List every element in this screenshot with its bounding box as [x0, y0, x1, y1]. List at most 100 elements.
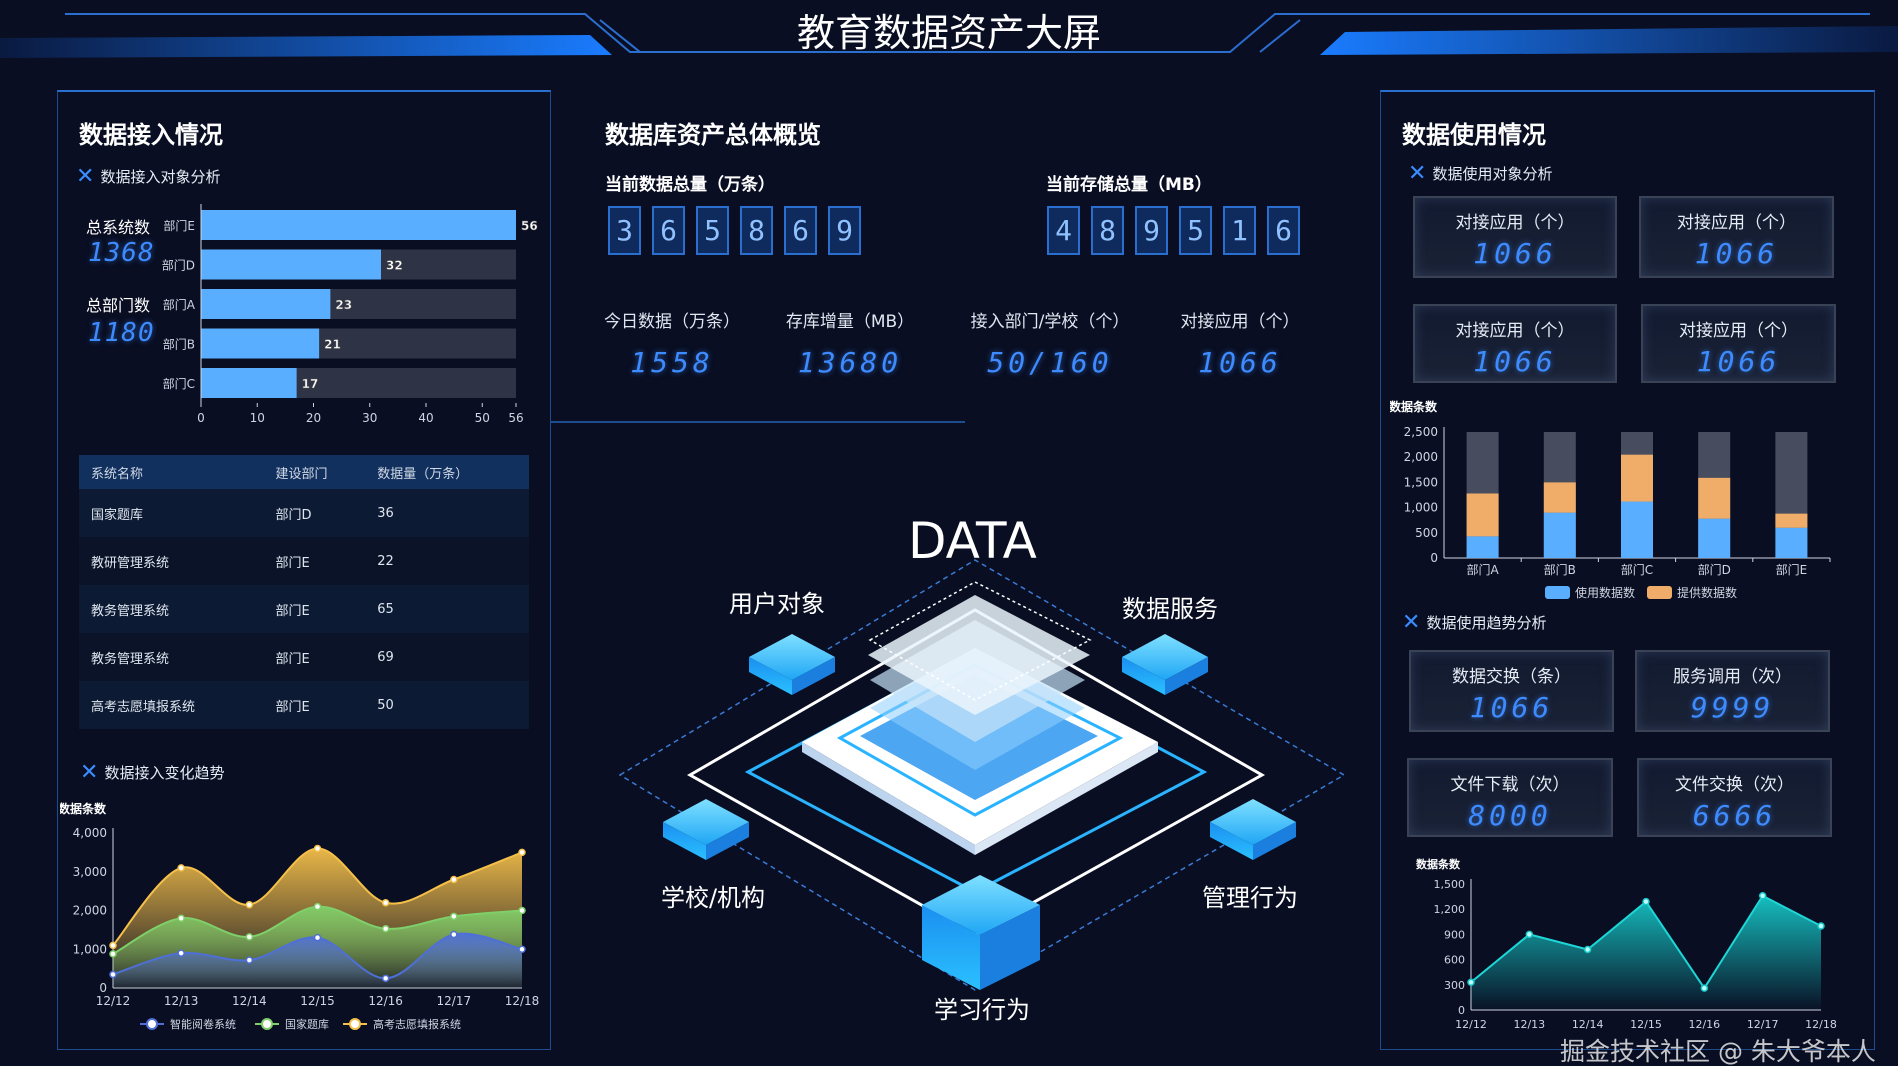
- value-label: 17: [302, 377, 319, 391]
- total-storage-label: 当前存储总量（MB）: [1046, 175, 1212, 195]
- stat-value: 13680: [797, 346, 903, 379]
- card-label: 文件下载（次）: [1450, 775, 1570, 795]
- cell: 国家题库: [79, 489, 264, 537]
- y-tick-label: 500: [1415, 526, 1438, 540]
- cell: 69: [365, 633, 529, 681]
- subtitle-text: 数据使用趋势分析: [1426, 614, 1547, 632]
- tick-label: 20: [306, 411, 321, 425]
- card-label: 对接应用（个）: [1455, 213, 1575, 233]
- card-value: 1066: [1469, 691, 1554, 724]
- category-label: 部门D: [162, 258, 195, 273]
- bar: [201, 328, 320, 359]
- page-title: 教育数据资产大屏: [796, 11, 1101, 55]
- stat-apps: 对接应用（个）1066: [1140, 307, 1340, 379]
- category-label: 部门C: [163, 376, 195, 391]
- cell: 22: [365, 537, 529, 585]
- access-object-subtitle: ✕数据接入对象分析: [76, 164, 220, 189]
- divider: [551, 421, 965, 423]
- cell: 65: [365, 585, 529, 633]
- node-data-service: 数据服务: [1122, 595, 1218, 623]
- x-tick-label: 12/13: [164, 994, 199, 1008]
- data-point: [1583, 945, 1592, 954]
- stat-value: 1066: [1198, 346, 1282, 379]
- cube-school: [663, 799, 749, 860]
- tick-label: 10: [250, 411, 265, 425]
- white-diamond: [686, 608, 1266, 937]
- bar-segment: [1466, 493, 1499, 537]
- legend-marker: [261, 1018, 273, 1030]
- cell: 部门E: [263, 585, 366, 633]
- value-label: 21: [324, 338, 341, 352]
- y-axis-title: 数据条数: [1390, 399, 1438, 414]
- cell: 教务管理系统: [79, 633, 264, 681]
- access-trend-subtitle: ✕数据接入变化趋势: [80, 760, 224, 785]
- x-tick-label: 12/13: [1513, 1018, 1545, 1031]
- data-point: [245, 933, 254, 941]
- cell: 教务管理系统: [79, 585, 264, 633]
- card-label: 服务调用（次）: [1673, 667, 1792, 687]
- y-tick-label: 4,000: [73, 826, 107, 840]
- card-value: 6666: [1692, 799, 1777, 832]
- bar-segment: [1698, 518, 1731, 558]
- stat-label: 今日数据（万条）: [604, 312, 740, 332]
- usage-card: 对接应用（个） 1066: [1413, 196, 1617, 278]
- y-tick-label: 600: [1444, 954, 1465, 967]
- tick-label: 30: [362, 411, 377, 425]
- x-tick-label: 12/14: [232, 994, 267, 1008]
- data-point: [1642, 897, 1650, 906]
- y-tick-label: 900: [1444, 928, 1465, 941]
- bar-segment: [1543, 482, 1576, 513]
- data-point: [313, 933, 322, 942]
- x-icon: ✕: [1408, 161, 1427, 186]
- data-point: [1467, 978, 1475, 987]
- trend-card: 数据交换（条）1066: [1409, 650, 1614, 732]
- bar: [201, 289, 331, 319]
- bar-segment: [1698, 477, 1731, 519]
- cell: 部门D: [263, 489, 366, 537]
- col-header: 数据量（万条）: [365, 455, 529, 489]
- top-layer: [868, 595, 1090, 715]
- cube-management: [1210, 799, 1296, 860]
- legend-label: 国家题库: [285, 1017, 329, 1031]
- cell: 教研管理系统: [79, 537, 264, 585]
- data-point: [245, 956, 254, 964]
- panel-title: 数据接入情况: [79, 121, 223, 149]
- bar: [201, 368, 297, 398]
- x-tick-label: 12/17: [1747, 1018, 1779, 1031]
- col-header: 系统名称: [79, 455, 264, 489]
- value-label: 32: [386, 259, 403, 273]
- outer-dashed-diamond: [618, 559, 1346, 991]
- subtitle-text: 数据接入变化趋势: [104, 764, 225, 782]
- card-value: 9999: [1690, 691, 1775, 724]
- bar: [201, 249, 381, 280]
- legend-marker: [349, 1018, 361, 1030]
- usage-object-subtitle: ✕数据使用对象分析: [1408, 161, 1552, 186]
- x-tick-label: 12/16: [1688, 1018, 1720, 1031]
- stat-today: 今日数据（万条） 1558: [572, 307, 772, 379]
- node-school: 学校/机构: [660, 884, 766, 912]
- tick-label: 0: [197, 411, 205, 425]
- usage-card: 对接应用（个）1066: [1413, 304, 1617, 383]
- stat-value: 1558: [630, 346, 714, 379]
- x-tick-label: 12/14: [1572, 1018, 1604, 1031]
- bar-segment: [1543, 512, 1576, 558]
- x-tick-label: 部门C: [1621, 562, 1653, 577]
- stat-label: 存库增量（MB）: [785, 312, 915, 332]
- card-label: 对接应用（个）: [1677, 213, 1796, 233]
- legend-label: 使用数据数: [1575, 585, 1635, 600]
- digit-box: 6: [784, 206, 817, 255]
- usage-card: 对接应用（个） 1066: [1639, 196, 1834, 278]
- y-tick-label: 1,200: [1434, 903, 1466, 916]
- card-value: 1066: [1473, 237, 1557, 270]
- legend-label: 智能阅卷系统: [170, 1017, 236, 1031]
- category-label: 部门E: [163, 218, 195, 233]
- card-value: 1066: [1694, 237, 1779, 270]
- y-tick-label: 0: [1430, 551, 1438, 565]
- series-area: [113, 933, 522, 988]
